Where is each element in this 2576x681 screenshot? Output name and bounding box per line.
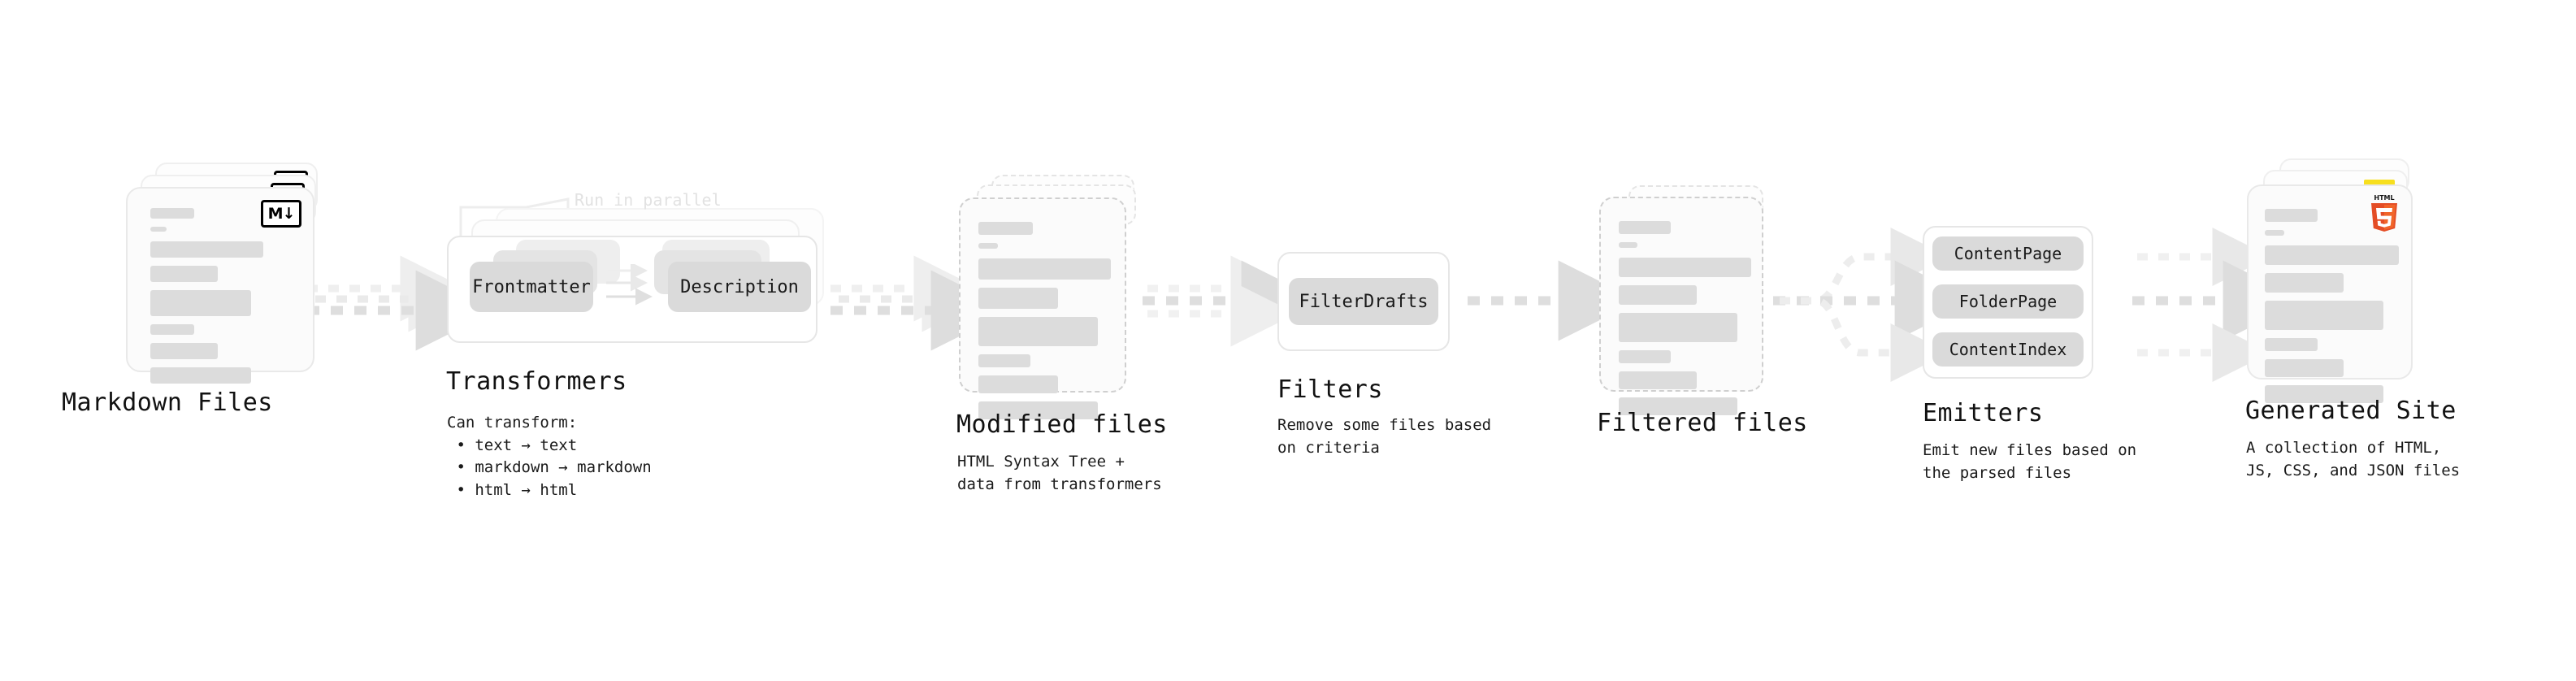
node-filtered-files[interactable]: Filtered files xyxy=(1597,185,1807,445)
sub-filters: Remove some files based on criteria xyxy=(1277,416,1492,457)
sub-generated-site: A collection of HTML, JS, CSS, and JSON … xyxy=(2246,439,2461,479)
sub-emitters: Emit new files based on the parsed files xyxy=(1923,441,2137,482)
modified-content-placeholder xyxy=(978,222,1111,427)
node-generated-site[interactable]: CSS HTML xyxy=(2245,158,2474,479)
node-markdown-files[interactable]: M↓ M↓ M↓ Markdown Files xyxy=(62,163,337,423)
transformer-pill-description[interactable]: Description xyxy=(668,262,811,312)
svg-text:HTML: HTML xyxy=(2374,194,2394,202)
filtered-card-front xyxy=(1599,197,1763,415)
run-in-parallel-label: Run in parallel xyxy=(575,190,722,210)
caption-filtered-files: Filtered files xyxy=(1597,409,1808,437)
site-card-front: HTML xyxy=(2247,184,2413,403)
caption-modified-files: Modified files xyxy=(956,410,1168,439)
caption-transformers: Transformers xyxy=(446,367,627,396)
markdown-content-placeholder xyxy=(150,208,292,392)
caption-filters: Filters xyxy=(1277,375,1383,404)
node-modified-files[interactable]: Modified files HTML Syntax Tree + data f… xyxy=(956,175,1167,493)
sub-transformers: Can transform: • text → text • markdown … xyxy=(447,414,652,499)
filtered-content-placeholder xyxy=(1619,221,1751,423)
modified-card-front xyxy=(959,197,1126,419)
markdown-icon: M↓ xyxy=(261,200,301,228)
filter-pill-filterdrafts[interactable]: FilterDrafts xyxy=(1289,278,1438,325)
markdown-card-front: M↓ xyxy=(126,187,314,384)
caption-emitters: Emitters xyxy=(1923,399,2044,427)
emitter-pill-folderpage[interactable]: FolderPage xyxy=(1932,284,2084,319)
site-content-placeholder xyxy=(2265,209,2399,411)
node-transformers[interactable]: x x x x Frontmatter Description Run in p… xyxy=(446,190,837,499)
emitter-pill-contentpage[interactable]: ContentPage xyxy=(1932,236,2084,271)
emitter-pill-contentindex[interactable]: ContentIndex xyxy=(1932,332,2084,367)
html5-icon: HTML xyxy=(2367,193,2401,232)
caption-generated-site: Generated Site xyxy=(2245,397,2457,425)
caption-markdown-files: Markdown Files xyxy=(62,388,273,417)
transformer-pill-frontmatter[interactable]: Frontmatter xyxy=(470,262,593,312)
node-filters[interactable]: FilterDrafts Filters Remove some files b… xyxy=(1277,252,1492,463)
transformer-inner-arrows xyxy=(606,264,653,306)
sub-modified-files: HTML Syntax Tree + data from transformer… xyxy=(957,453,1162,493)
connector-transformers-to-modified xyxy=(830,255,1012,351)
node-emitters[interactable]: ContentPage FolderPage ContentIndex Emit… xyxy=(1923,226,2150,482)
